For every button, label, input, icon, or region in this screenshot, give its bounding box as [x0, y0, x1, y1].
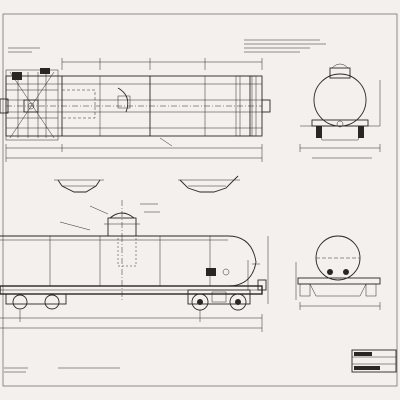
side-elevation: [0, 200, 269, 332]
plan-view: [0, 58, 271, 162]
truck-left: [5, 293, 67, 310]
end-view-lower: [295, 235, 381, 310]
top-left-annotation: [8, 47, 40, 53]
bolster-detail-right: [178, 175, 240, 193]
bolster-detail-left: [54, 179, 104, 193]
header-notes: [244, 39, 326, 53]
sheet-border: [2, 13, 398, 387]
truck-right: [187, 289, 251, 311]
end-view-upper: [299, 63, 381, 159]
bottom-notes: [4, 367, 120, 373]
title-block: [351, 349, 397, 373]
